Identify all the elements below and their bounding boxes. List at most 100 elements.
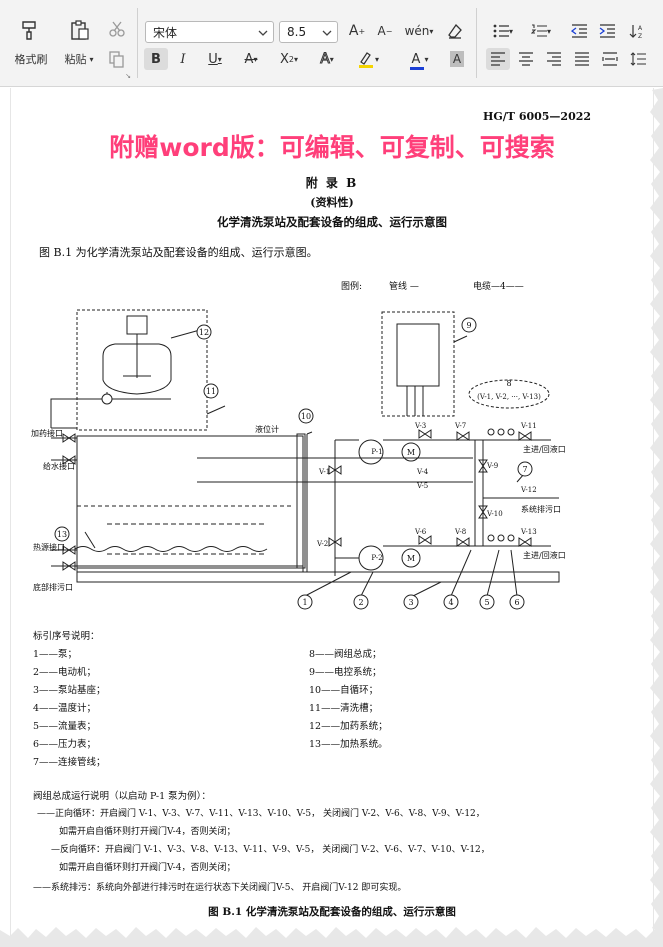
list-item: 13——加热系统。 [309, 739, 388, 750]
font-size-select[interactable]: 8.5 [279, 21, 338, 43]
numbered-list-icon[interactable]: ▾ [526, 20, 556, 42]
valve-v7-label: V-7 [454, 422, 466, 430]
callout-7-label: 7 [522, 465, 527, 474]
underline-icon[interactable]: U▾ [208, 51, 222, 67]
highlight-icon[interactable]: ▾ [350, 48, 386, 70]
paste-button[interactable]: 粘贴▾ [58, 50, 100, 68]
svg-text:A: A [638, 25, 643, 32]
bold-icon[interactable]: B [144, 48, 168, 70]
valve-v5-label: V-5 [416, 482, 428, 490]
copy-icon[interactable] [106, 48, 128, 70]
index-left-list: 1——泵； 2——电动机； 3——泵站基座； 4——温度计； 5——流量表； 6… [33, 646, 106, 772]
distributed-icon[interactable] [598, 48, 622, 70]
text-effect-icon[interactable]: A▾ [320, 51, 334, 68]
format-painter-icon[interactable] [16, 16, 44, 44]
italic-icon[interactable]: I [180, 51, 186, 67]
appendix-heading: 化学清洗泵站及配套设备的组成、运行示意图 [217, 215, 447, 229]
callout-12 [196, 324, 212, 340]
list-item: 12——加药系统； [309, 721, 388, 732]
valve-v4-label: V-4 [416, 468, 429, 476]
ops-line: ——正向循环：开启阀门 V-1、V-3、V-7、V-11、V-13、V-10、V… [37, 809, 485, 819]
promo-banner: 附赠word版：可编辑、可复制、可搜索 [109, 133, 555, 162]
font-name-select[interactable]: 宋体 [145, 21, 274, 43]
valve-v13-label: V-13 [520, 528, 537, 536]
list-item: 11——清洗槽； [309, 703, 379, 714]
callout-6 [509, 594, 525, 610]
phonetic-guide-icon[interactable]: wén▾ [404, 24, 434, 38]
align-left-icon[interactable] [486, 48, 510, 70]
list-item: 10——自循环； [309, 685, 379, 696]
font-color-icon[interactable]: A▾ [402, 48, 438, 70]
ops-line: 如需开启自循环则打开阀门V-4，否则关闭； [59, 827, 236, 837]
decrease-indent-icon[interactable] [568, 20, 590, 42]
svg-text:Z: Z [638, 33, 642, 39]
callout-13-label: 13 [57, 530, 67, 539]
main-port-1-label: 主进/回液口 [523, 444, 566, 454]
increase-indent-icon[interactable] [596, 20, 618, 42]
list-item: 9——电控系统； [309, 667, 382, 678]
index-title: 标引序号说明： [33, 631, 100, 642]
justify-icon[interactable] [570, 48, 594, 70]
callout-13 [54, 526, 70, 542]
appendix-title: 附 录 B [305, 176, 359, 190]
list-item: 3——泵站基座； [33, 685, 106, 696]
main-port-2-label: 主进/回液口 [523, 550, 566, 560]
ops-line: 如需开启自循环则打开阀门V-4，否则关闭； [59, 863, 236, 873]
clipboard-launcher-icon[interactable]: ↘ [125, 72, 131, 80]
document-page: HG/T 6005—2022 附赠word版：可编辑、可复制、可搜索 附 录 B… [10, 88, 654, 936]
callout-10 [298, 408, 314, 424]
valve-v9-label: V-9 [486, 462, 498, 470]
bullet-list-icon[interactable]: ▾ [488, 20, 518, 42]
chevron-down-icon [258, 27, 268, 41]
align-right-icon[interactable] [542, 48, 566, 70]
valve-v11-label: V-11 [520, 422, 537, 430]
callout-9 [461, 317, 477, 333]
callout-3-label: 3 [408, 598, 413, 607]
callout-5 [479, 594, 495, 610]
list-item: 1——泵； [33, 649, 78, 660]
grow-font-icon[interactable]: A+ [348, 23, 366, 39]
format-painter-button[interactable]: 格式刷 [14, 53, 48, 66]
motor-m-label-2: M [407, 554, 415, 563]
strikethrough-icon[interactable]: A▾ [244, 51, 258, 67]
list-item: 2——电动机； [33, 667, 97, 678]
water-port-label: 给水接口 [43, 461, 75, 471]
line-spacing-icon[interactable] [626, 48, 650, 70]
valve-v10-label: V-10 [486, 510, 503, 518]
divider [476, 8, 477, 78]
chevron-down-icon [322, 27, 332, 41]
figure-caption: 图 B.1 化学清洗泵站及配套设备的组成、运行示意图 [208, 906, 456, 918]
align-center-icon[interactable] [514, 48, 538, 70]
paste-icon[interactable] [66, 16, 94, 44]
font-size-value: 8.5 [287, 25, 307, 39]
list-item: 5——流量表； [33, 721, 97, 732]
callout-2 [353, 594, 369, 610]
list-item: 4——温度计； [33, 703, 97, 714]
pump-p2-label: P-2 [371, 554, 382, 562]
valve-v6-label: V-6 [414, 528, 427, 536]
legend-prefix: 图例: [341, 280, 362, 292]
callout-2-label: 2 [358, 598, 363, 607]
ops-line: —反向循环：开启阀门 V-1、V-3、V-8、V-13、V-11、V-9、V-5… [51, 845, 490, 855]
callout-6-label: 6 [514, 598, 519, 607]
shrink-font-icon[interactable]: A− [377, 24, 393, 38]
system-drain-label: 系统排污口 [521, 504, 561, 514]
list-item: 6——压力表； [33, 739, 97, 750]
char-shading-icon[interactable]: A [446, 48, 468, 70]
callout-5-label: 5 [484, 598, 489, 607]
divider [137, 8, 138, 78]
font-name-value: 宋体 [153, 25, 178, 40]
clear-format-icon[interactable] [444, 20, 466, 42]
valve-v1-label: V-1 [318, 468, 330, 476]
ops-title: 阀组总成运行说明（以启动 P-1 泵为例）： [33, 791, 211, 802]
list-item: 7——连接管线； [33, 757, 106, 768]
callout-8-label: 8 [506, 379, 511, 388]
cut-icon[interactable] [106, 18, 128, 40]
callout-1 [297, 594, 313, 610]
dosing-port-label: 加药接口 [31, 428, 63, 438]
level-gauge-label: 液位计 [255, 424, 279, 434]
callout-12-label: 12 [199, 328, 209, 337]
